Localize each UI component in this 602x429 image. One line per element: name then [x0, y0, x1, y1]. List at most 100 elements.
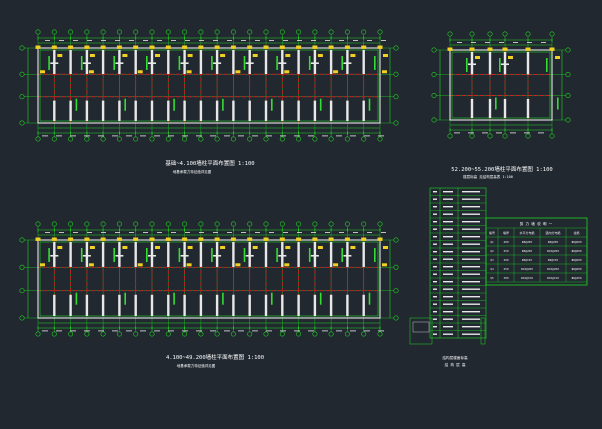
shear-wall [101, 50, 105, 74]
level-table-cell-text [462, 251, 480, 253]
axis-bubble-left [19, 288, 25, 294]
wall-marker [341, 56, 343, 70]
dimension-text [482, 132, 488, 134]
wall-marker [319, 98, 322, 111]
shear-wall [199, 100, 203, 121]
dimension-text [112, 330, 118, 332]
column-tag [279, 237, 285, 241]
column-tag [350, 54, 356, 57]
shear-wall-flange [115, 254, 124, 257]
level-table-cell-text [443, 318, 453, 320]
level-table-cell-text [443, 288, 453, 290]
dimension-text [485, 42, 490, 43]
shear-wall [118, 294, 121, 316]
wall-marker [495, 97, 497, 110]
dimension-text [70, 330, 76, 332]
column-tag [312, 237, 318, 241]
notes-table-cell: 200 [503, 240, 508, 244]
axis-bubble-top [165, 29, 171, 35]
level-table-cell-text [443, 303, 453, 305]
column-tag [35, 237, 41, 241]
level-legend-inner [412, 321, 430, 333]
dimension-text [224, 135, 230, 137]
column-tag [84, 237, 90, 241]
axis-bubble-top [214, 29, 220, 35]
level-legend-box [409, 317, 433, 345]
dimension-text [364, 330, 370, 332]
dimension-text [527, 42, 532, 43]
axis-bubble-bottom [361, 331, 367, 337]
column-tag [100, 45, 106, 49]
column-tag [214, 45, 220, 49]
axis-bubble-bottom [525, 133, 531, 139]
wall-marker [368, 98, 371, 111]
wall-marker [374, 56, 376, 70]
axis-bubble-left [19, 120, 25, 126]
axis-bubble-bottom [214, 331, 220, 337]
shear-wall-flange [468, 63, 476, 66]
axis-bubble-right [393, 264, 399, 270]
shear-wall [346, 100, 349, 121]
notes-table-cell: Φ6@450 [571, 276, 581, 280]
notes-table-cell: Q2 [490, 249, 494, 253]
column-tag [447, 47, 453, 51]
axis-bubble-bottom [279, 136, 285, 142]
axis-bubble-left [431, 72, 437, 78]
axis-bubble-bottom [214, 136, 220, 142]
axis-bubble-right [393, 288, 399, 294]
column-tag [317, 54, 323, 57]
column-tag [182, 45, 188, 49]
column-tag [235, 70, 241, 74]
column-tag [88, 70, 94, 74]
wall-marker [211, 248, 213, 262]
dimension-text [73, 40, 78, 41]
dimension-text [252, 330, 258, 332]
dimension-text [325, 40, 330, 41]
dimension-text [541, 42, 546, 43]
notes-table-header-cell: 水平分布筋 [519, 230, 534, 235]
axis-bubble-left [431, 93, 437, 99]
dimension-text [199, 40, 204, 41]
wall-marker [276, 248, 278, 262]
dimension-text [238, 330, 244, 332]
column-tag [230, 237, 236, 241]
axis-bubble-bottom [84, 136, 90, 142]
wall-marker [178, 248, 181, 262]
level-table-cell-text [462, 288, 480, 290]
axis-bubble-bottom [133, 331, 139, 337]
axis-bubble-right [393, 237, 399, 243]
level-table-cell-text [443, 213, 453, 215]
axis-bubble-top [68, 221, 74, 227]
level-table-cell-text [462, 198, 480, 200]
axis-bubble-top [279, 221, 285, 227]
column-tag [235, 263, 241, 267]
dimension-text [325, 232, 330, 233]
column-tag [252, 246, 258, 249]
plan-top-right [431, 31, 571, 139]
dimension-text [252, 135, 258, 137]
level-table-cell-text [433, 311, 437, 313]
axis-bubble-bottom [328, 331, 334, 337]
column-tag [220, 246, 226, 249]
dimension-text [87, 232, 92, 233]
notes-table-cell: Φ6@600 [571, 240, 581, 244]
axis-bubble-bottom [35, 136, 41, 142]
shear-wall [488, 52, 492, 75]
legend-block: 结构层楼面标高 结 构 层 高 [442, 355, 468, 367]
wall-marker [211, 56, 213, 70]
plan-bottom-left-title: 4.100~49.200墙柱平面布置图 1:100 [166, 353, 264, 361]
column-tag [116, 237, 122, 241]
wall-marker [319, 292, 322, 305]
column-tag [51, 45, 57, 49]
dimension-text [294, 135, 300, 137]
dimension-text [255, 232, 260, 233]
level-table-cell-text [443, 281, 453, 283]
axis-bubble-top [377, 221, 383, 227]
shear-wall [69, 50, 72, 74]
column-tag [377, 237, 383, 241]
column-tag [88, 263, 94, 267]
axis-bubble-left [19, 94, 25, 100]
dimension-text [224, 330, 230, 332]
shear-wall [85, 294, 89, 316]
shear-wall [362, 294, 365, 316]
